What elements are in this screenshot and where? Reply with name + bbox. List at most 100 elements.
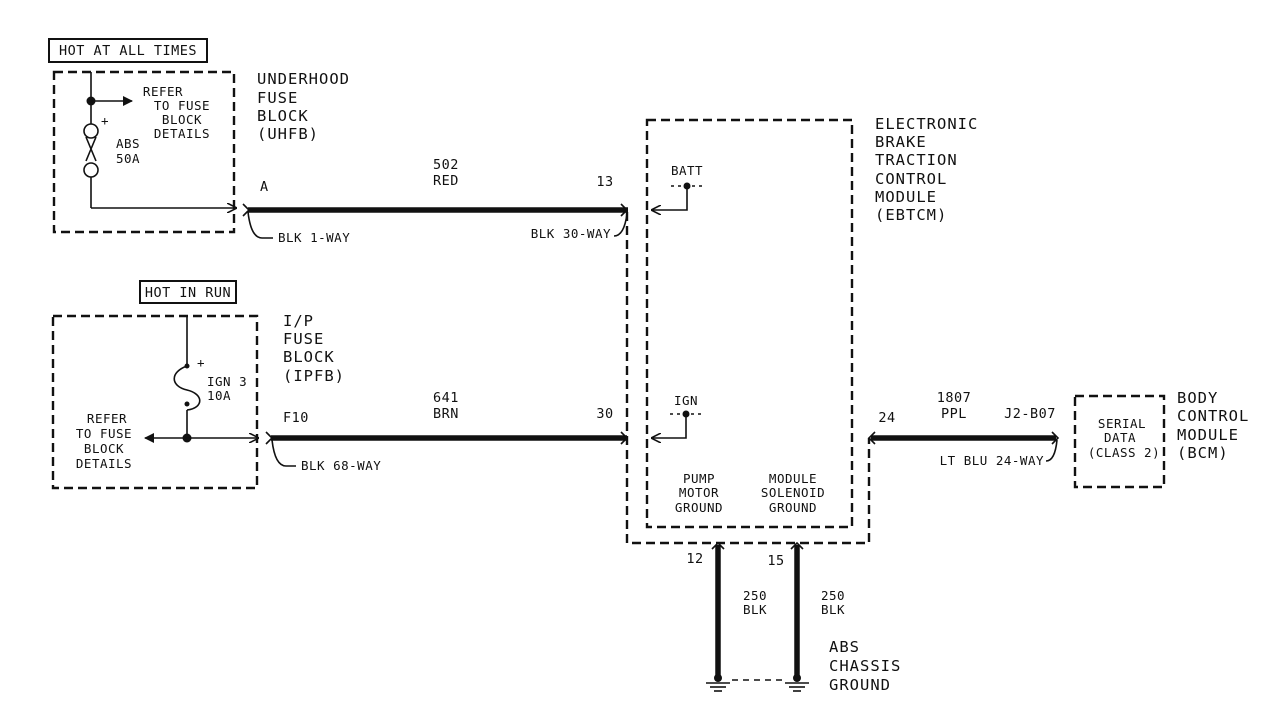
fuse-terminal-bottom: [83, 162, 99, 178]
wire-250a-color: BLK: [743, 602, 767, 617]
connector-chevron: [867, 431, 876, 445]
uhfb-name: UNDERHOOD FUSE BLOCK (UHFB): [257, 70, 350, 143]
bcm-connector-label: LT BLU 24-WAY: [940, 453, 1044, 468]
bcm-name: BODY CONTROL MODULE (BCM): [1177, 389, 1249, 462]
abs-fuse-name: ABS: [116, 136, 140, 151]
wire-1807-from-pin: 24: [878, 410, 895, 426]
svg-text:TRACTION: TRACTION: [875, 151, 958, 169]
ground-pin-15: 15: [767, 553, 784, 569]
wire-641-to-pin: 30: [596, 406, 613, 422]
ign-label: IGN: [674, 393, 698, 408]
ipfb-name: I/P FUSE BLOCK (IPFB): [283, 312, 345, 385]
svg-text:BLOCK: BLOCK: [162, 112, 202, 127]
hot-at-all-times-label: HOT AT ALL TIMES: [59, 43, 197, 59]
serial-data-label: SERIAL DATA (CLASS 2): [1088, 416, 1160, 460]
uhfb-pin-label: A: [260, 179, 269, 195]
svg-text:CONTROL: CONTROL: [1177, 407, 1249, 425]
svg-text:BODY: BODY: [1177, 389, 1218, 407]
pump-motor-ground-label: PUMP MOTOR GROUND: [675, 471, 723, 515]
ground-symbol-icon: [785, 674, 809, 692]
module-solenoid-ground-label: MODULE SOLENOID GROUND: [761, 471, 825, 515]
svg-text:BLOCK: BLOCK: [283, 348, 335, 366]
wire-502-circuit: 502: [433, 157, 459, 173]
abs-fuse-rating: 50A: [116, 151, 140, 166]
wire-1807-circuit: 1807: [937, 390, 972, 406]
connector-chevron: [1051, 431, 1060, 445]
svg-text:FUSE: FUSE: [283, 330, 324, 348]
ipfb-connector-label: BLK 68-WAY: [301, 458, 381, 473]
wire-641-circuit: 641: [433, 390, 459, 406]
svg-text:BLOCK: BLOCK: [257, 107, 309, 125]
ebtcm-name: ELECTRONIC BRAKE TRACTION CONTROL MODULE…: [875, 115, 978, 224]
svg-text:FUSE: FUSE: [257, 89, 298, 107]
batt-label: BATT: [671, 163, 703, 178]
wire-250a-circuit: 250: [743, 588, 767, 603]
ipfb-box: [51, 314, 259, 490]
bcm-connector-leader: [1045, 439, 1058, 462]
svg-text:MODULE: MODULE: [769, 471, 817, 486]
connector-chevron: [620, 203, 629, 217]
hot-in-run-tag: HOT IN RUN: [139, 280, 237, 304]
ebtcm-ign-input: IGN: [652, 393, 702, 438]
connector-chevron: [620, 431, 629, 445]
svg-text:(EBTCM): (EBTCM): [875, 206, 947, 224]
svg-text:BLOCK: BLOCK: [84, 441, 124, 456]
ipfb-fuse-circuit: [144, 316, 258, 443]
ign3-fuse-name: IGN 3: [207, 374, 247, 389]
svg-text:(CLASS 2): (CLASS 2): [1088, 445, 1160, 460]
svg-text:(BCM): (BCM): [1177, 444, 1229, 462]
hot-at-all-times-tag: HOT AT ALL TIMES: [48, 38, 208, 63]
ipfb-connector-leader: [271, 439, 296, 467]
wire-502-to-pin: 13: [596, 174, 613, 190]
hot-in-run-label: HOT IN RUN: [145, 285, 231, 301]
svg-text:TO FUSE: TO FUSE: [154, 98, 210, 113]
svg-text:MOTOR: MOTOR: [679, 485, 719, 500]
bcm-box: [1073, 394, 1166, 489]
svg-text:GROUND: GROUND: [675, 500, 723, 515]
wire-1807-color: PPL: [941, 406, 967, 422]
ign3-fuse-rating: 10A: [207, 388, 231, 403]
ipfb-refer-label: REFER TO FUSE BLOCK DETAILS: [76, 411, 132, 471]
wire-502-color: RED: [433, 173, 459, 189]
connector-chevron: [711, 541, 725, 550]
svg-text:PUMP: PUMP: [683, 471, 715, 486]
svg-text:GROUND: GROUND: [769, 500, 817, 515]
svg-text:SERIAL: SERIAL: [1098, 416, 1146, 431]
wire-1807-to-pin: J2-B07: [1004, 406, 1056, 422]
svg-text:(UHFB): (UHFB): [257, 125, 319, 143]
wire-250b-circuit: 250: [821, 588, 845, 603]
svg-text:DETAILS: DETAILS: [76, 456, 132, 471]
uhfb-refer-label: REFER TO FUSE BLOCK DETAILS: [143, 84, 210, 141]
svg-text:DETAILS: DETAILS: [154, 126, 210, 141]
abs-fuse-polarity: +: [101, 113, 109, 128]
svg-text:CHASSIS: CHASSIS: [829, 657, 901, 675]
ebtcm-connector-housing: [625, 212, 871, 545]
svg-text:REFER: REFER: [143, 84, 183, 99]
fuse-link-icon: [85, 136, 97, 162]
svg-text:I/P: I/P: [283, 312, 314, 330]
svg-text:ELECTRONIC: ELECTRONIC: [875, 115, 978, 133]
svg-text:SOLENOID: SOLENOID: [761, 485, 825, 500]
wire-250b-color: BLK: [821, 602, 845, 617]
ebtcm-batt-input: BATT: [652, 163, 703, 210]
ground-symbol-icon: [706, 674, 730, 692]
svg-text:DATA: DATA: [1104, 430, 1136, 445]
uhfb-connector-label: BLK 1-WAY: [278, 230, 350, 245]
uhfb-fuse-circuit: [83, 72, 236, 208]
connector-chevron: [242, 203, 251, 217]
ebtcm-connector-leader: [613, 213, 628, 237]
svg-text:MODULE: MODULE: [1177, 426, 1239, 444]
svg-text:CONTROL: CONTROL: [875, 170, 947, 188]
svg-text:ABS: ABS: [829, 638, 860, 656]
ign3-fuse-polarity: +: [197, 355, 205, 370]
ebtcm-connector-label: BLK 30-WAY: [531, 226, 611, 241]
connector-chevron: [790, 541, 804, 550]
svg-text:(IPFB): (IPFB): [283, 367, 345, 385]
abs-chassis-ground-label: ABS CHASSIS GROUND: [829, 638, 901, 694]
fuse-10a-icon: [173, 365, 201, 411]
ebtcm-box: [645, 118, 854, 529]
uhfb-box: [52, 70, 236, 234]
svg-text:UNDERHOOD: UNDERHOOD: [257, 70, 350, 88]
ground-pin-12: 12: [686, 551, 703, 567]
